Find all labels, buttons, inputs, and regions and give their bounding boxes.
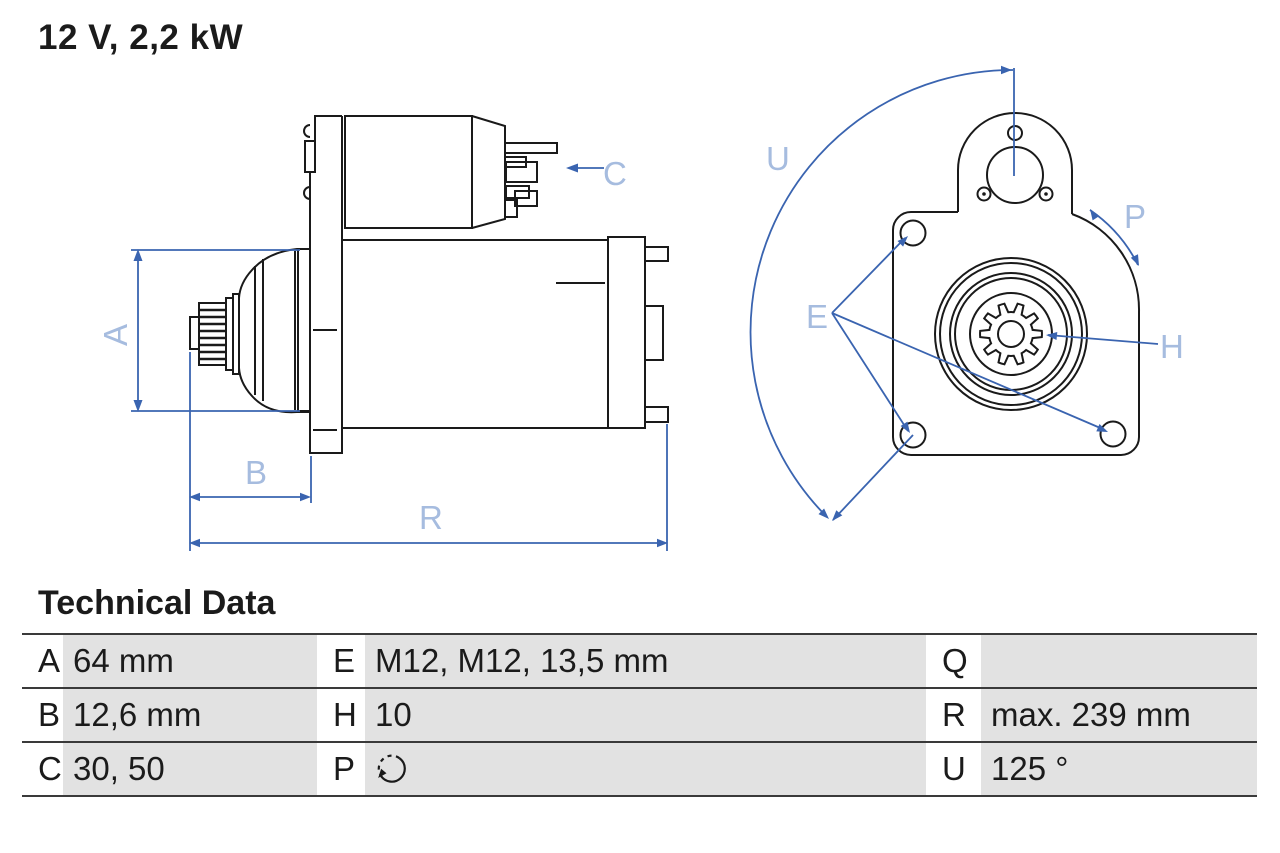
param-value xyxy=(365,743,926,795)
dimension-c: C xyxy=(566,155,627,192)
rotation-direction-icon xyxy=(377,754,406,783)
dimension-p: P xyxy=(1089,198,1146,266)
front-view-drawing xyxy=(892,112,1141,456)
param-letter: E xyxy=(317,635,365,687)
dimension-label-b: B xyxy=(245,454,267,491)
param-value: 125 ° xyxy=(981,743,1257,795)
angle-label-u: U xyxy=(766,140,790,177)
teeth-label-h: H xyxy=(1160,328,1184,365)
table-row: B 12,6 mm H 10 R max. 239 mm xyxy=(22,687,1257,741)
param-value: 12,6 mm xyxy=(63,689,317,741)
param-value: 64 mm xyxy=(63,635,317,687)
dimension-label-a: A xyxy=(97,324,134,346)
param-letter: B xyxy=(22,689,63,741)
table-row: A 64 mm E M12, M12, 13,5 mm Q xyxy=(22,633,1257,687)
technical-data-table: A 64 mm E M12, M12, 13,5 mm Q B 12,6 mm … xyxy=(22,633,1257,797)
param-value: max. 239 mm xyxy=(981,689,1257,741)
front-view-dimensions: U P E H xyxy=(749,65,1184,521)
side-view-drawing xyxy=(189,115,669,454)
dimension-label-r: R xyxy=(419,499,443,536)
param-letter: A xyxy=(22,635,63,687)
starter-motor-diagram: A B R C xyxy=(97,65,1184,551)
param-letter: R xyxy=(926,689,981,741)
side-view-dimensions: A B R C xyxy=(97,155,668,551)
param-value: 30, 50 xyxy=(63,743,317,795)
dimension-b: B xyxy=(189,352,312,551)
dimension-e: E xyxy=(806,236,1108,433)
pinion-gear xyxy=(979,302,1043,366)
bolt-label-e: E xyxy=(806,298,828,335)
param-value: M12, M12, 13,5 mm xyxy=(365,635,926,687)
dimension-a: A xyxy=(97,249,300,412)
dimension-h: H xyxy=(1046,328,1184,365)
param-value xyxy=(981,635,1257,687)
param-letter: Q xyxy=(926,635,981,687)
param-letter: U xyxy=(926,743,981,795)
param-value: 10 xyxy=(365,689,926,741)
param-letter: H xyxy=(317,689,365,741)
table-row: C 30, 50 P U 125 ° xyxy=(22,741,1257,795)
dimension-r: R xyxy=(189,424,668,551)
section-heading: Technical Data xyxy=(38,584,276,622)
dimension-u: U xyxy=(749,65,1015,521)
dimension-label-c: C xyxy=(603,155,627,192)
param-letter: P xyxy=(317,743,365,795)
param-letter: C xyxy=(22,743,63,795)
rotation-label-p: P xyxy=(1124,198,1146,235)
page-title: 12 V, 2,2 kW xyxy=(38,18,244,57)
